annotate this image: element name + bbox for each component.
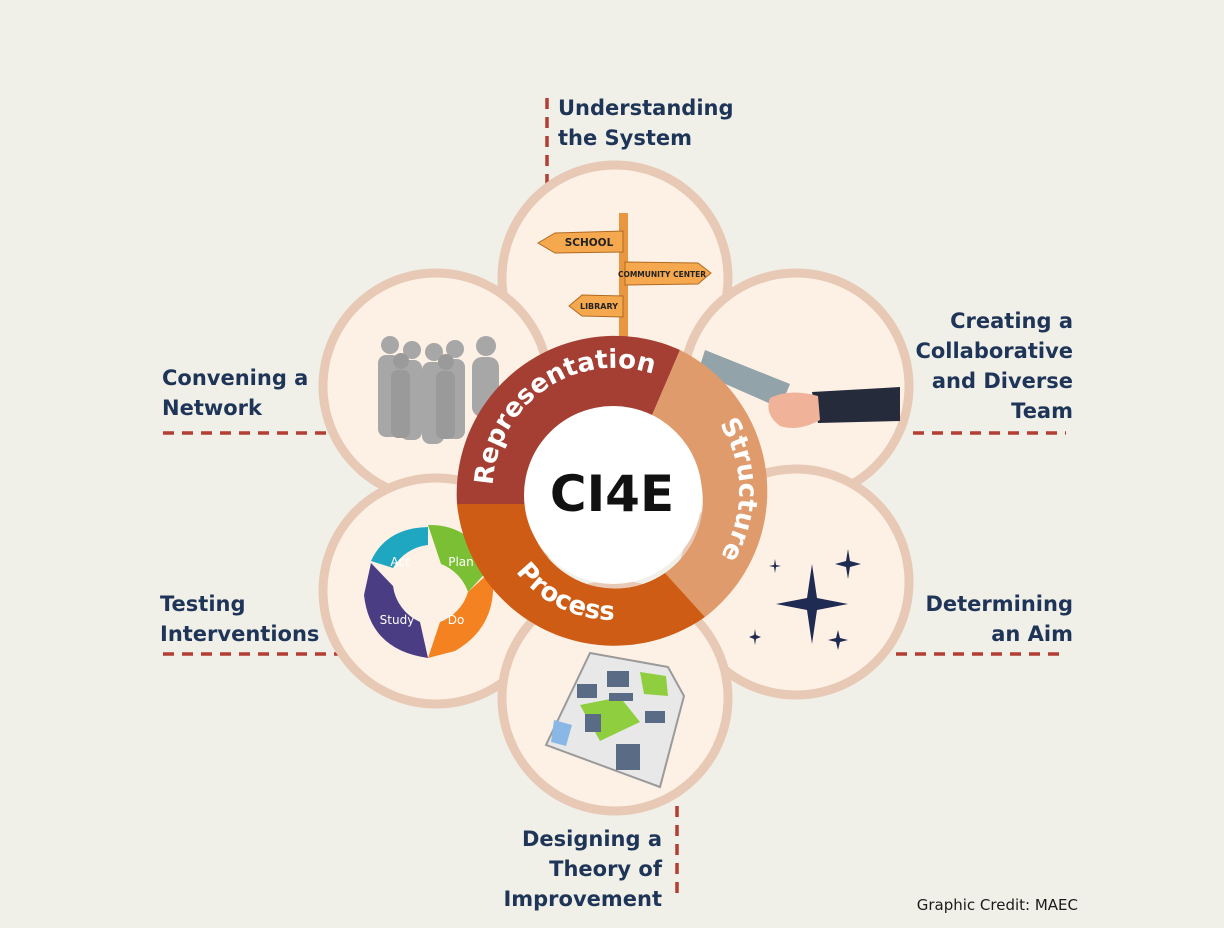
pdsa-study-text: Study — [380, 613, 415, 627]
label-convening-network: Convening a Network — [162, 366, 309, 420]
pdsa-plan-text: Plan — [448, 555, 474, 569]
people-group-icon — [378, 336, 499, 444]
leader-lines — [163, 98, 1066, 900]
map-icon — [544, 651, 686, 789]
signpost-community-text: COMMUNITY CENTER — [618, 270, 706, 279]
ring-segment-structure — [650, 350, 768, 617]
signpost-school-text: SCHOOL — [565, 237, 614, 249]
label-understanding-the-system: Understanding the System — [558, 96, 734, 150]
center-title: CI4E — [550, 465, 674, 523]
handshake-icon — [698, 350, 900, 428]
center-ring: CI4E Representation Structure Process — [456, 335, 768, 646]
label-determining-an-aim: Determining an Aim — [925, 592, 1073, 646]
pdsa-do-text: Do — [448, 613, 465, 627]
label-testing-interventions: Testing Interventions — [160, 592, 320, 646]
signpost-icon: SCHOOL COMMUNITY CENTER LIBRARY — [537, 213, 712, 340]
label-designing-theory: Designing a Theory of Improvement — [503, 827, 662, 911]
ring-segment-process — [457, 504, 705, 646]
pdsa-act-text: Act — [390, 555, 410, 569]
label-creating-collaborative-team: Creating a Collaborative and Diverse Tea… — [915, 309, 1073, 423]
signpost-library-text: LIBRARY — [580, 302, 618, 311]
center-circle — [524, 406, 702, 584]
stars-icon — [749, 549, 861, 650]
pdsa-cycle-icon: Act Plan Do Study — [364, 524, 494, 658]
graphic-credit: Graphic Credit: MAEC — [916, 896, 1078, 914]
